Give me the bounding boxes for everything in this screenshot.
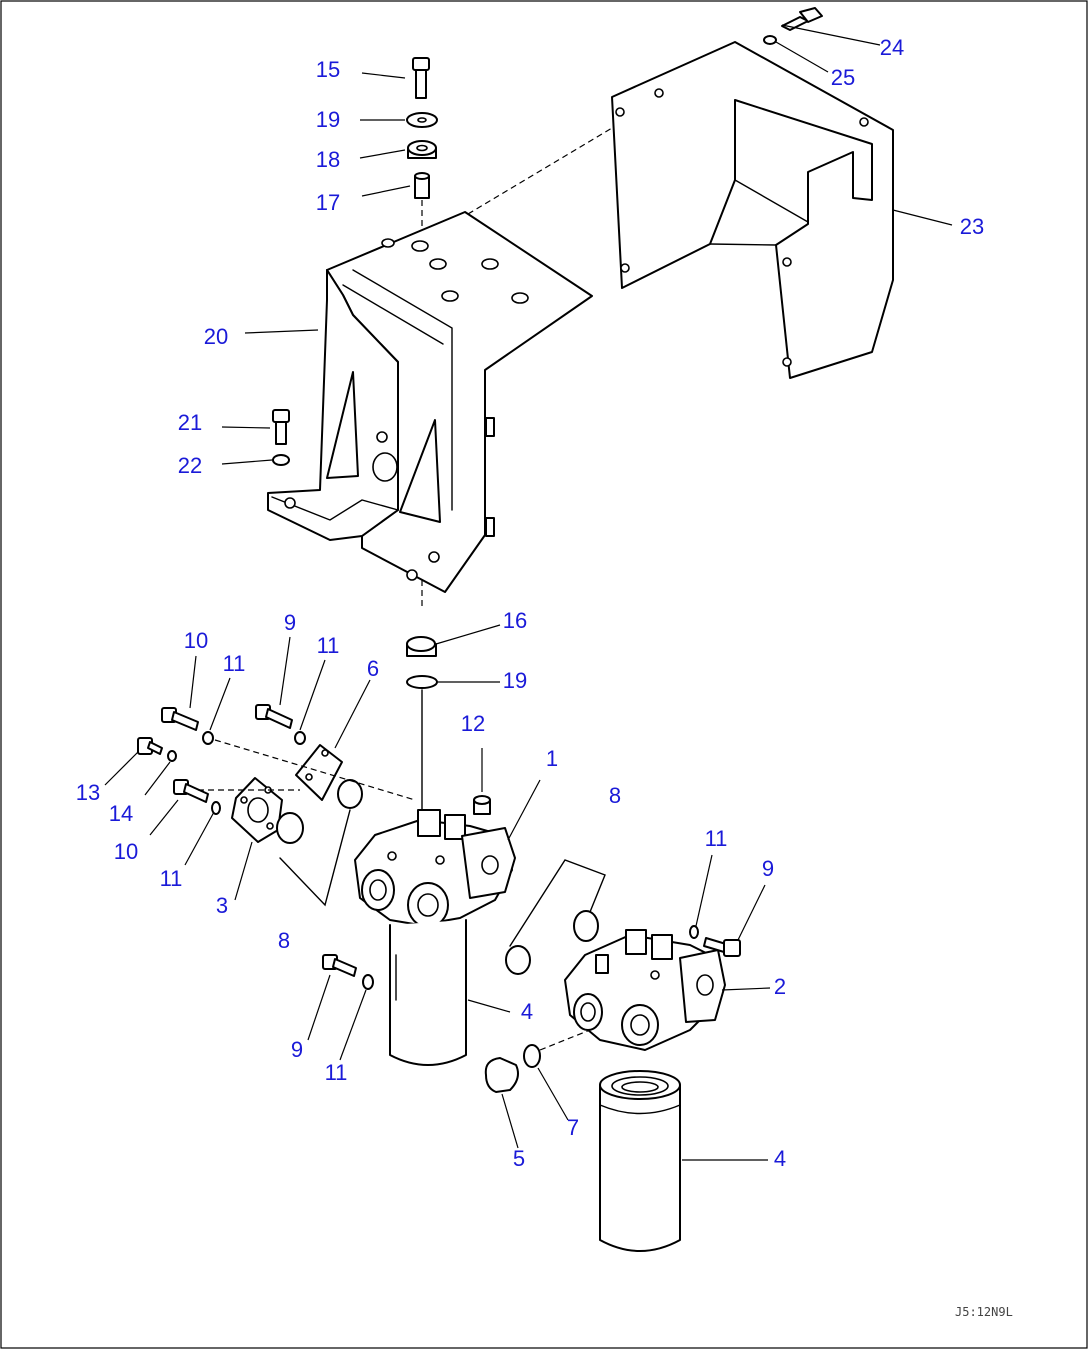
callout-10-mid: 10 xyxy=(114,839,138,864)
callout-16: 16 xyxy=(503,608,527,633)
washer-11-e xyxy=(689,925,699,939)
callout-23: 23 xyxy=(960,214,984,239)
callout-22: 22 xyxy=(178,453,202,478)
washer-14 xyxy=(167,750,177,762)
callout-8-left: 8 xyxy=(278,928,290,953)
callout-21: 21 xyxy=(178,410,202,435)
callout-1: 1 xyxy=(546,746,558,771)
callout-13: 13 xyxy=(76,780,100,805)
washer-11-d xyxy=(362,974,374,990)
callout-6: 6 xyxy=(367,656,379,681)
callout-5: 5 xyxy=(513,1146,525,1171)
callout-9-top: 9 xyxy=(284,610,296,635)
callout-15: 15 xyxy=(316,57,340,82)
bolt-9-top xyxy=(255,704,293,729)
callout-25: 25 xyxy=(831,65,855,90)
spacer-17 xyxy=(414,172,430,199)
callout-4-left: 4 xyxy=(521,999,533,1024)
callout-9-bottom: 9 xyxy=(291,1037,303,1062)
callout-11-b: 11 xyxy=(317,633,340,658)
callout-3: 3 xyxy=(216,893,228,918)
bolt-9-right xyxy=(703,937,741,957)
bolt-10-mid xyxy=(173,779,209,803)
washer-11-c xyxy=(211,801,221,815)
o-ring-8-a xyxy=(276,812,304,844)
washer-11-b xyxy=(294,731,306,745)
callout-11-d: 11 xyxy=(325,1060,348,1085)
callout-24: 24 xyxy=(880,35,904,60)
nut-12 xyxy=(473,795,491,815)
callout-2: 2 xyxy=(774,974,786,999)
washer-25 xyxy=(763,35,777,45)
filter-head-2 xyxy=(564,929,726,1051)
callout-4-right: 4 xyxy=(774,1146,786,1171)
bolt-21 xyxy=(272,409,290,445)
o-ring-7 xyxy=(523,1044,541,1068)
bracket xyxy=(267,211,593,593)
o-ring-8-d xyxy=(573,910,599,942)
washer-22 xyxy=(272,454,290,466)
bolt-15 xyxy=(412,57,430,99)
callout-19-top: 19 xyxy=(316,107,340,132)
bolt-13 xyxy=(137,737,163,755)
callout-7: 7 xyxy=(567,1115,579,1140)
callout-11-c: 11 xyxy=(160,866,183,891)
nut-18 xyxy=(407,140,437,159)
callout-18: 18 xyxy=(316,147,340,172)
leader-lines xyxy=(104,24,953,1161)
callout-8-right: 8 xyxy=(609,783,621,808)
callout-14: 14 xyxy=(109,801,133,826)
gasket-6 xyxy=(295,744,343,801)
filter-head-1 xyxy=(354,809,516,928)
diagram-code: J5:12N9L xyxy=(955,1305,1013,1319)
filter-element-4-left xyxy=(389,919,467,1066)
nut-16 xyxy=(406,636,437,657)
filter-element-4-right xyxy=(599,1070,681,1252)
callout-17: 17 xyxy=(316,190,340,215)
o-ring-8-b xyxy=(337,779,363,809)
bolt-9-bottom xyxy=(322,954,357,977)
callout-11-a: 11 xyxy=(223,651,246,676)
cap-5 xyxy=(484,1057,519,1093)
callout-11-e: 11 xyxy=(705,826,728,851)
callout-19-lower: 19 xyxy=(503,668,527,693)
cover-plate xyxy=(611,41,894,379)
o-ring-8-c xyxy=(505,945,531,975)
callout-10-top: 10 xyxy=(184,628,208,653)
bolt-10-top xyxy=(161,707,199,731)
washer-19-lower xyxy=(406,675,438,689)
washer-11-a xyxy=(202,731,214,745)
flange-3 xyxy=(231,777,283,843)
callout-9-right: 9 xyxy=(762,856,774,881)
callout-12: 12 xyxy=(461,711,485,736)
callout-20: 20 xyxy=(204,324,228,349)
